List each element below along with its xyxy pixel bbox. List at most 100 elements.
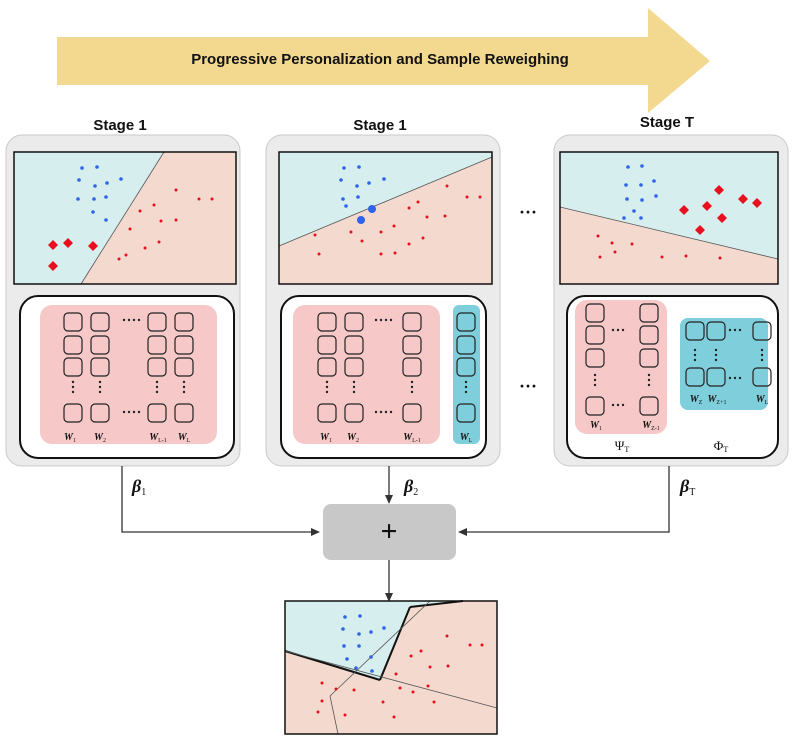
- horizontal-ellipsis: [389, 410, 393, 414]
- blue-point: [369, 655, 373, 659]
- blue-point: [624, 183, 628, 187]
- red-point: [411, 690, 415, 694]
- stage-t-title: Stage T: [639, 114, 695, 131]
- vertical-ellipsis: [760, 353, 764, 357]
- red-diamond-point: [695, 225, 705, 235]
- red-point: [684, 254, 688, 258]
- red-point: [409, 654, 413, 658]
- red-point: [445, 184, 449, 188]
- weight-cell: [752, 321, 772, 341]
- red-point: [398, 686, 402, 690]
- blue-point: [622, 216, 626, 220]
- beta-2-label: β2: [403, 476, 418, 498]
- horizontal-ellipsis: [384, 410, 388, 414]
- red-point: [598, 255, 602, 259]
- stage-ellipsis-top: ···: [519, 202, 537, 222]
- blue-point: [357, 644, 361, 648]
- blue-point-reweighted: [357, 216, 365, 224]
- final-boundary: [379, 606, 411, 681]
- region-pink: [560, 207, 778, 284]
- horizontal-ellipsis: [728, 376, 732, 380]
- red-point: [660, 255, 664, 259]
- final-boundary: [284, 650, 381, 681]
- weight-cell: [63, 312, 83, 332]
- blue-point: [358, 614, 362, 618]
- boundary-stage-2: [329, 600, 431, 697]
- vertical-ellipsis: [410, 390, 414, 394]
- arrowhead: [458, 528, 467, 536]
- blue-point: [626, 165, 630, 169]
- red-point: [445, 634, 449, 638]
- red-diamond-point: [48, 261, 58, 271]
- vertical-ellipsis: [760, 358, 764, 362]
- red-point: [478, 195, 482, 199]
- blue-point: [95, 165, 99, 169]
- vertical-ellipsis: [593, 378, 597, 382]
- weights-block-pink: [293, 305, 440, 444]
- red-point: [465, 195, 469, 199]
- weight-cell: [344, 335, 364, 355]
- blue-point: [339, 178, 343, 182]
- vertical-ellipsis: [98, 380, 102, 384]
- weight-cell: [344, 357, 364, 377]
- vertical-ellipsis: [155, 380, 159, 384]
- weight-label: W1: [320, 432, 332, 444]
- blue-point: [639, 183, 643, 187]
- vertical-ellipsis: [647, 383, 651, 387]
- phi-label: ΦT: [714, 438, 729, 454]
- weight-cell: [63, 335, 83, 355]
- blue-point: [382, 177, 386, 181]
- blue-point: [119, 177, 123, 181]
- blue-point: [632, 209, 636, 213]
- horizontal-ellipsis: [374, 410, 378, 414]
- red-point: [613, 250, 617, 254]
- vertical-ellipsis: [155, 390, 159, 394]
- arrowhead: [385, 495, 393, 504]
- blue-point: [652, 179, 656, 183]
- weight-label: WL: [460, 432, 473, 444]
- red-point: [159, 219, 163, 223]
- weights-block-blue: [453, 305, 480, 444]
- red-point: [124, 253, 128, 257]
- red-point: [421, 236, 425, 240]
- vertical-ellipsis: [98, 385, 102, 389]
- vertical-ellipsis: [693, 358, 697, 362]
- red-point: [143, 246, 147, 250]
- red-point: [392, 715, 396, 719]
- weight-cell: [585, 396, 605, 416]
- weight-cell: [402, 312, 422, 332]
- region-blue: [279, 152, 492, 246]
- red-diamond-point: [48, 240, 58, 250]
- vertical-ellipsis: [71, 380, 75, 384]
- weight-cell: [585, 303, 605, 323]
- red-point: [197, 197, 201, 201]
- weights-block-pink: [40, 305, 217, 444]
- psi-label: ΨT: [615, 438, 630, 454]
- region-pink: [279, 157, 492, 284]
- horizontal-ellipsis: [374, 318, 378, 322]
- weight-cell: [639, 396, 659, 416]
- vertical-ellipsis: [410, 380, 414, 384]
- phi-block: [680, 318, 768, 410]
- red-point: [630, 242, 634, 246]
- horizontal-ellipsis: [132, 318, 136, 322]
- blue-point: [367, 181, 371, 185]
- horizontal-ellipsis: [384, 318, 388, 322]
- weight-cell: [174, 335, 194, 355]
- weight-cell: [585, 325, 605, 345]
- vertical-ellipsis: [593, 373, 597, 377]
- blue-point: [345, 657, 349, 661]
- red-diamond-point: [752, 198, 762, 208]
- vertical-ellipsis: [593, 383, 597, 387]
- red-point: [117, 257, 121, 261]
- weight-cell: [317, 403, 337, 423]
- horizontal-ellipsis: [379, 318, 383, 322]
- vertical-ellipsis: [325, 390, 329, 394]
- weight-cell: [706, 367, 726, 387]
- weight-cell: [402, 403, 422, 423]
- blue-point: [382, 626, 386, 630]
- weight-cell: [402, 335, 422, 355]
- horizontal-ellipsis: [611, 403, 615, 407]
- stage-1-scatter: [13, 151, 237, 285]
- weight-cell: [344, 312, 364, 332]
